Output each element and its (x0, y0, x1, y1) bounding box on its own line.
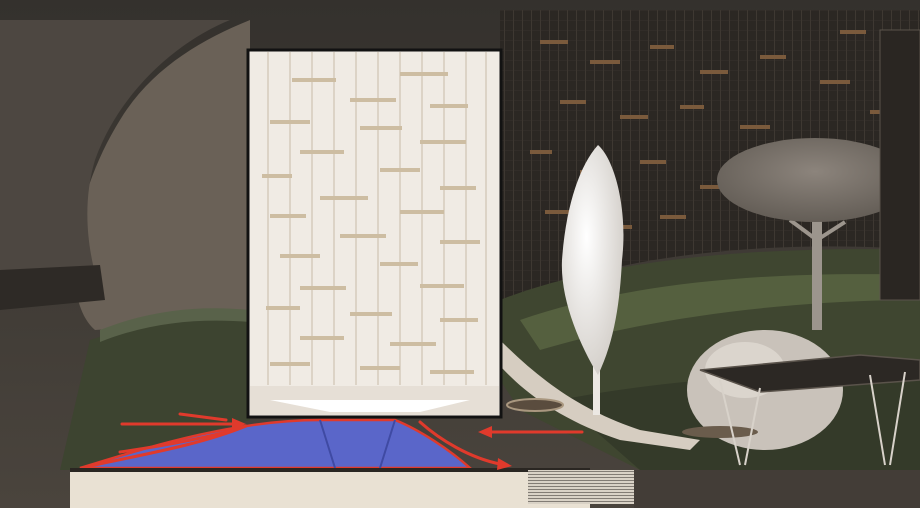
small-pond (507, 399, 563, 411)
main-facade-box (248, 50, 501, 417)
ground-plinth (70, 470, 590, 508)
ground-plinth-edge (70, 468, 590, 472)
right-ground (634, 470, 920, 508)
plinth-stairs (528, 470, 634, 504)
right-building (880, 30, 920, 300)
